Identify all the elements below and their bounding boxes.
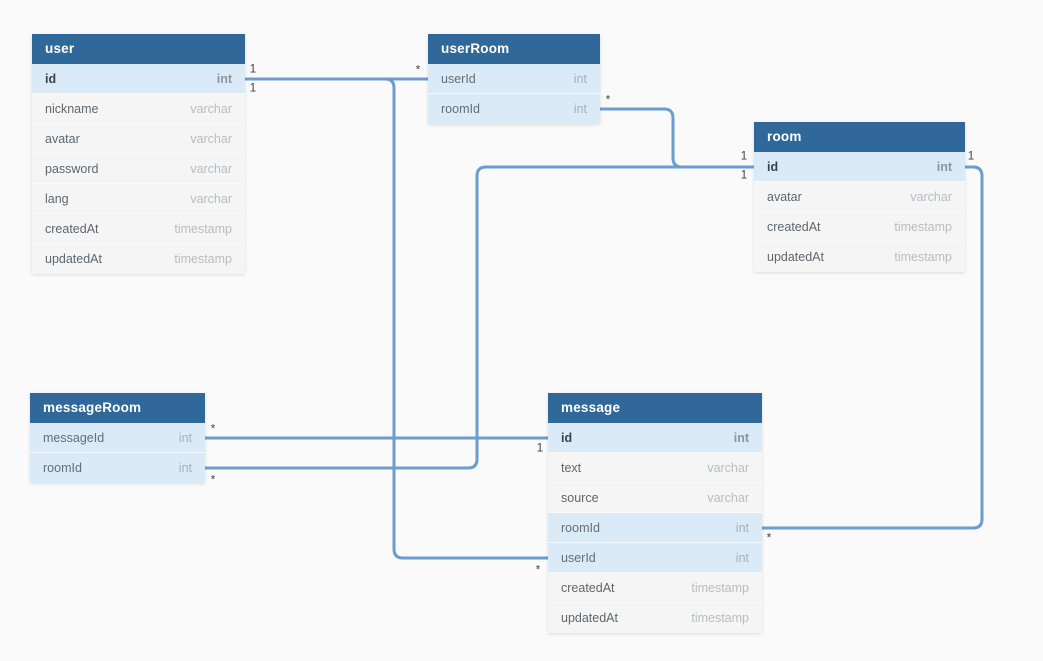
field-type: varchar bbox=[190, 191, 232, 206]
field-type: int bbox=[573, 71, 587, 86]
field-type: int bbox=[573, 102, 587, 116]
cardinality-label: * bbox=[766, 532, 772, 545]
field-name: source bbox=[561, 490, 599, 505]
table-header-messageRoom[interactable]: messageRoom bbox=[30, 393, 205, 423]
field-row-messageRoom-roomId[interactable]: roomId int bbox=[30, 453, 205, 483]
relationship-line-room.id-message.roomId[interactable] bbox=[762, 165, 984, 530]
field-name: id bbox=[561, 430, 573, 445]
field-name: id bbox=[767, 159, 779, 174]
field-type: varchar bbox=[190, 131, 232, 146]
field-type: int bbox=[735, 550, 749, 565]
cardinality-label: 1 bbox=[740, 150, 748, 163]
relationship-line-user.id-message.userId[interactable] bbox=[245, 77, 548, 560]
field-name: avatar bbox=[767, 189, 802, 204]
table-message[interactable]: message id int text varchar source varchar room… bbox=[548, 393, 762, 633]
field-row-user-avatar[interactable]: avatar varchar bbox=[32, 124, 245, 154]
field-type: timestamp bbox=[894, 250, 952, 264]
field-row-room-createdAt[interactable]: createdAt timestamp bbox=[754, 212, 965, 242]
field-type: int bbox=[735, 520, 749, 535]
field-name: userId bbox=[441, 71, 476, 86]
field-name: id bbox=[45, 71, 57, 86]
field-row-message-text[interactable]: text varchar bbox=[548, 453, 762, 483]
cardinality-label: 1 bbox=[249, 63, 257, 76]
field-row-room-id[interactable]: id int bbox=[754, 152, 965, 182]
field-type: int bbox=[178, 461, 192, 475]
field-row-room-updatedAt[interactable]: updatedAt timestamp bbox=[754, 242, 965, 272]
cardinality-label: 1 bbox=[536, 442, 544, 455]
field-type: timestamp bbox=[691, 580, 749, 595]
cardinality-label: * bbox=[210, 423, 216, 436]
field-row-message-source[interactable]: source varchar bbox=[548, 483, 762, 513]
table-header-user[interactable]: user bbox=[32, 34, 245, 64]
field-row-message-userId[interactable]: userId int bbox=[548, 543, 762, 573]
field-row-messageRoom-messageId[interactable]: messageId int bbox=[30, 423, 205, 453]
field-type: timestamp bbox=[894, 219, 952, 234]
table-room[interactable]: room id int avatar varchar createdAt timestamp… bbox=[754, 122, 965, 272]
field-name: password bbox=[45, 161, 99, 176]
relationship-line-room.id-userRoom.roomId[interactable] bbox=[600, 107, 754, 169]
field-name: userId bbox=[561, 550, 596, 565]
field-type: int bbox=[733, 430, 749, 445]
cardinality-label: * bbox=[210, 474, 216, 487]
field-row-user-createdAt[interactable]: createdAt timestamp bbox=[32, 214, 245, 244]
field-type: varchar bbox=[707, 490, 749, 505]
cardinality-label: * bbox=[535, 564, 541, 577]
field-name: createdAt bbox=[45, 221, 99, 236]
field-type: varchar bbox=[190, 161, 232, 176]
cardinality-label: 1 bbox=[740, 169, 748, 182]
cardinality-label: 1 bbox=[967, 150, 975, 163]
field-name: roomId bbox=[43, 461, 82, 475]
field-row-user-nickname[interactable]: nickname varchar bbox=[32, 94, 245, 124]
field-type: int bbox=[936, 159, 952, 174]
field-name: updatedAt bbox=[561, 611, 618, 625]
field-row-message-createdAt[interactable]: createdAt timestamp bbox=[548, 573, 762, 603]
field-name: roomId bbox=[441, 102, 480, 116]
field-type: int bbox=[178, 430, 192, 445]
field-name: avatar bbox=[45, 131, 80, 146]
field-row-message-roomId[interactable]: roomId int bbox=[548, 513, 762, 543]
table-messageRoom[interactable]: messageRoom messageId int roomId int bbox=[30, 393, 205, 483]
table-header-userRoom[interactable]: userRoom bbox=[428, 34, 600, 64]
field-name: text bbox=[561, 460, 582, 475]
field-row-user-lang[interactable]: lang varchar bbox=[32, 184, 245, 214]
field-row-room-avatar[interactable]: avatar varchar bbox=[754, 182, 965, 212]
field-row-message-updatedAt[interactable]: updatedAt timestamp bbox=[548, 603, 762, 633]
field-type: varchar bbox=[707, 460, 749, 475]
field-name: messageId bbox=[43, 430, 105, 445]
field-type: varchar bbox=[190, 101, 232, 116]
field-name: lang bbox=[45, 191, 69, 206]
cardinality-label: * bbox=[605, 94, 611, 107]
field-name: nickname bbox=[45, 101, 99, 116]
field-name: updatedAt bbox=[767, 250, 824, 264]
table-header-message[interactable]: message bbox=[548, 393, 762, 423]
field-row-user-password[interactable]: password varchar bbox=[32, 154, 245, 184]
field-type: timestamp bbox=[174, 252, 232, 266]
table-userRoom[interactable]: userRoom userId int roomId int bbox=[428, 34, 600, 124]
field-row-user-updatedAt[interactable]: updatedAt timestamp bbox=[32, 244, 245, 274]
field-name: roomId bbox=[561, 520, 600, 535]
table-header-room[interactable]: room bbox=[754, 122, 965, 152]
cardinality-label: * bbox=[415, 64, 421, 77]
relationship-line-room.id-messageRoom.roomId[interactable] bbox=[205, 165, 754, 470]
field-row-user-id[interactable]: id int bbox=[32, 64, 245, 94]
field-type: timestamp bbox=[691, 611, 749, 625]
field-name: createdAt bbox=[561, 580, 615, 595]
field-row-userRoom-roomId[interactable]: roomId int bbox=[428, 94, 600, 124]
field-name: createdAt bbox=[767, 219, 821, 234]
field-type: timestamp bbox=[174, 221, 232, 236]
field-type: int bbox=[216, 71, 232, 86]
field-row-userRoom-userId[interactable]: userId int bbox=[428, 64, 600, 94]
cardinality-label: 1 bbox=[249, 82, 257, 95]
field-row-message-id[interactable]: id int bbox=[548, 423, 762, 453]
field-type: varchar bbox=[910, 189, 952, 204]
field-name: updatedAt bbox=[45, 252, 102, 266]
